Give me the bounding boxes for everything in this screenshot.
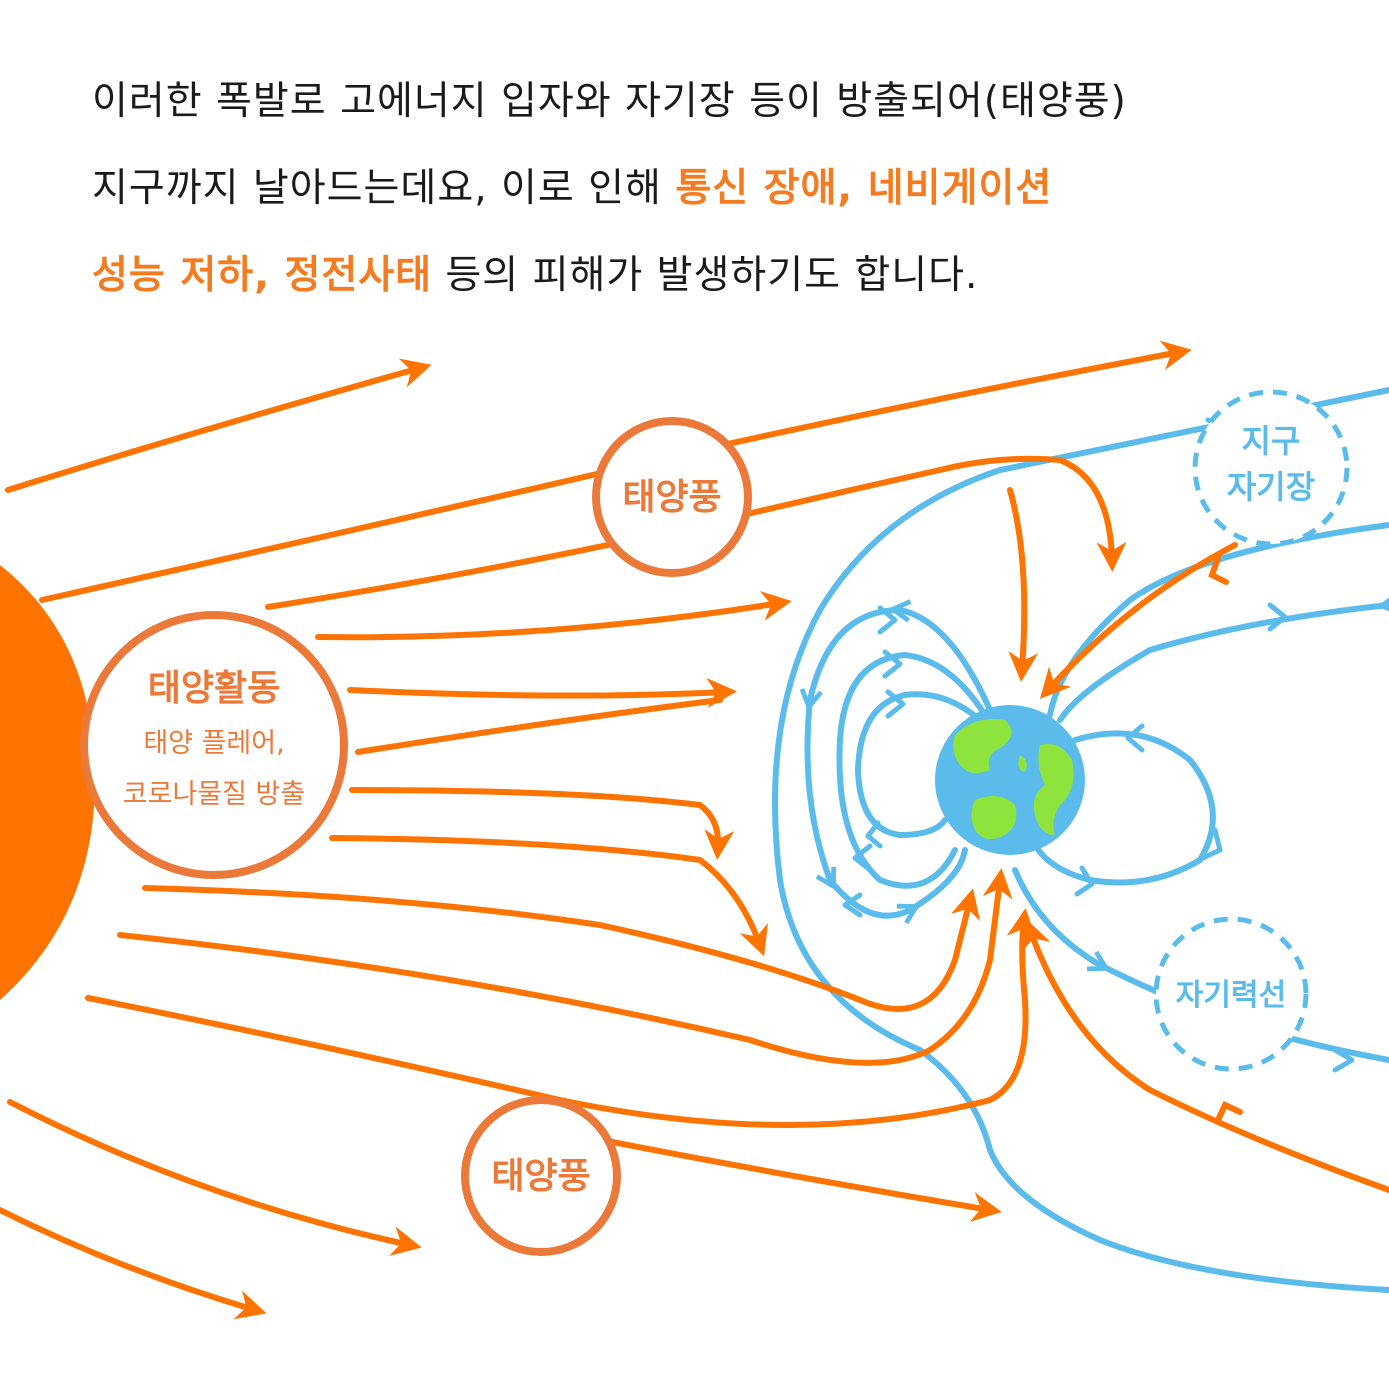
wind-line (142, 885, 981, 1012)
wind-line (1039, 542, 1238, 699)
solar-activity-line1: 태양 플레어, (143, 728, 284, 759)
solar-wind-label-top: 태양풍 (622, 477, 721, 518)
field-line (799, 599, 993, 925)
wind-line (7, 1099, 422, 1256)
wind-line (349, 787, 735, 860)
field-line (854, 691, 983, 839)
field-line (836, 651, 988, 889)
sun (0, 565, 95, 1000)
earth-magnetic-field-lines (772, 387, 1389, 1293)
wind-line (85, 908, 1037, 1128)
field-line (772, 387, 1389, 1293)
caption-line-1: 이러한 폭발로 고에너지 입자와 자기장 등이 방출되어(태양풍) (92, 79, 1127, 124)
wind-line (347, 677, 737, 708)
field-lines-label: 자기력선 (1176, 978, 1286, 1013)
solar-activity-title: 태양활동 (148, 668, 280, 709)
solar-wind-lines (0, 340, 1389, 1320)
wind-line (1208, 555, 1229, 585)
solar-wind-label-bottom: 태양풍 (491, 1156, 590, 1197)
wind-line (355, 697, 723, 755)
caption-highlight-1: 통신 장애, 네비게이션 (675, 166, 1053, 211)
wind-line (5, 358, 432, 493)
field-direction-arrows (842, 417, 1355, 1073)
wind-line (1022, 918, 1389, 1193)
field-lines-bubble: 자기력선 (1153, 916, 1309, 1072)
wind-line (265, 455, 1127, 610)
caption-line-3: 성능 저하, 정전사태 등의 피해가 발생하기도 합니다. (92, 253, 979, 298)
wind-line (315, 591, 792, 641)
wind-line (1215, 1101, 1243, 1123)
wind-line (329, 835, 768, 957)
earth-magnetic-field-bubble: 지구 자기장 (1192, 389, 1350, 547)
solar-wind-bubble-bottom: 태양풍 (461, 1096, 621, 1256)
solar-activity-line2: 코로나물질 방출 (123, 779, 305, 810)
earth-field-label-2: 자기장 (1227, 468, 1315, 506)
solar-activity-bubble: 태양활동 태양 플레어, 코로나물질 방출 (80, 611, 348, 879)
caption: 이러한 폭발로 고에너지 입자와 자기장 등이 방출되어(태양풍) 지구까지 날… (92, 58, 1312, 319)
earth-field-label-1: 지구 (1242, 422, 1301, 460)
caption-line-2: 지구까지 날아드는데요, 이로 인해 통신 장애, 네비게이션 (92, 166, 1053, 211)
wind-line (0, 1207, 267, 1320)
solar-wind-bubble-top: 태양풍 (592, 417, 752, 577)
field-line (1057, 592, 1389, 723)
earth (935, 705, 1085, 855)
field-line (1032, 730, 1216, 886)
wind-line (117, 868, 1013, 1066)
wind-line (1007, 487, 1039, 682)
caption-highlight-2: 성능 저하, 정전사태 (92, 253, 433, 298)
